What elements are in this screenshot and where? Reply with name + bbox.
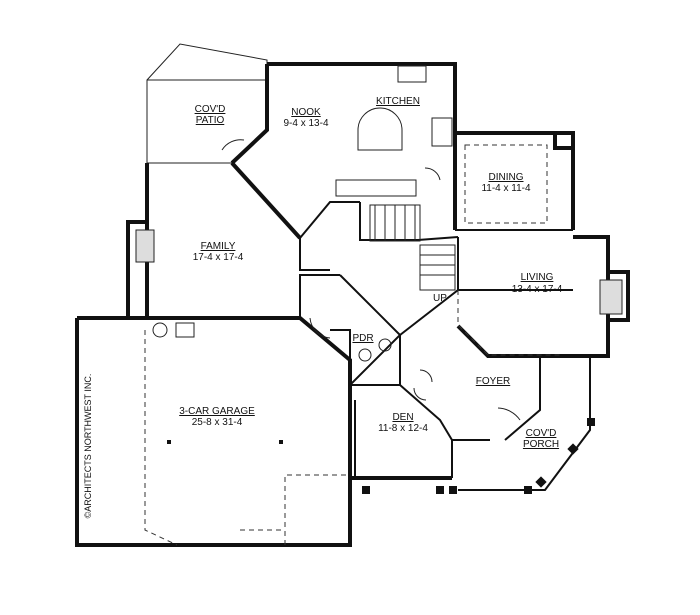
covd-porch-label-2: PORCH bbox=[523, 439, 559, 450]
copyright-text: ©ARCHITECTS NORTHWEST INC. bbox=[83, 374, 93, 519]
pdr-toilet bbox=[378, 338, 392, 352]
cooktop bbox=[431, 117, 453, 147]
nook-dims: 9-4 x 13-4 bbox=[283, 118, 328, 129]
door-swings bbox=[221, 139, 521, 421]
kitchen-sink bbox=[397, 65, 427, 83]
nook-title: NOOK bbox=[291, 107, 321, 118]
family-dims: 17-4 x 17-4 bbox=[193, 252, 244, 263]
garage-panel bbox=[175, 322, 195, 338]
den-dims: 11-8 x 12-4 bbox=[378, 423, 428, 434]
garage-title: 3-CAR GARAGE bbox=[179, 406, 255, 417]
garage-drain-right bbox=[279, 440, 283, 444]
living-ceiling-outline bbox=[457, 290, 560, 356]
living-dims: 13-4 x 17-4 bbox=[512, 284, 563, 295]
pdr-sink bbox=[358, 348, 372, 362]
pdr-title: PDR bbox=[352, 333, 373, 344]
family-title: FAMILY bbox=[201, 241, 236, 252]
foyer-title: FOYER bbox=[476, 376, 510, 387]
interior-walls bbox=[299, 201, 573, 478]
kitchen-island bbox=[357, 107, 403, 151]
dining-ceiling-outline bbox=[464, 144, 548, 224]
exterior-walls bbox=[75, 62, 630, 547]
water-heater bbox=[152, 322, 168, 338]
kitchen-counter bbox=[335, 179, 417, 197]
garage-drain-left bbox=[167, 440, 171, 444]
den-title: DEN bbox=[392, 412, 413, 423]
dining-title: DINING bbox=[489, 172, 524, 183]
living-title: LIVING bbox=[521, 272, 554, 283]
living-fireplace bbox=[599, 279, 623, 315]
covd-porch-label-1: COV'D bbox=[526, 428, 557, 439]
stairs-up-label: UP bbox=[433, 293, 447, 304]
dining-dims: 11-4 x 11-4 bbox=[481, 183, 531, 194]
covd-patio-label-1: COV'D bbox=[195, 104, 226, 115]
porch-posts bbox=[362, 418, 595, 494]
family-fireplace bbox=[135, 229, 155, 263]
kitchen-title: KITCHEN bbox=[376, 96, 420, 107]
covd-patio-label-2: PATIO bbox=[196, 115, 225, 126]
stairs bbox=[369, 204, 456, 291]
garage-door-outlines bbox=[144, 330, 350, 546]
garage-dims: 25-8 x 31-4 bbox=[192, 417, 243, 428]
